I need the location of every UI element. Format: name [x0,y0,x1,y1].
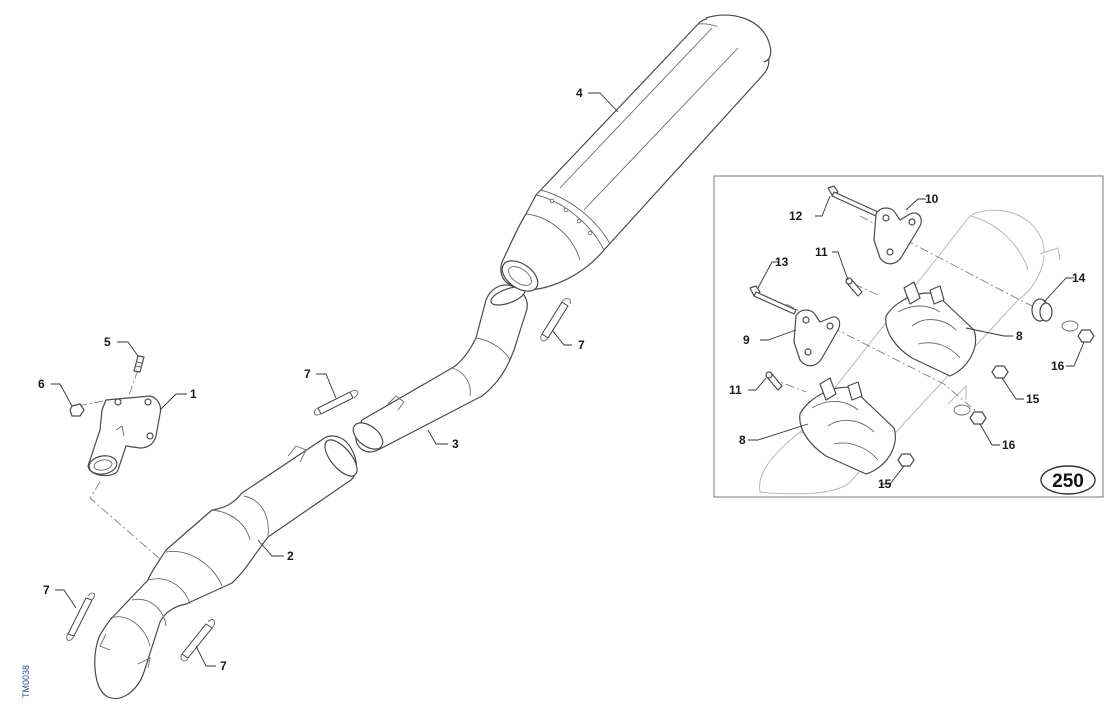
callout-8-lower: 8 [739,433,746,447]
nut-15-upper[interactable] [991,365,1009,379]
stud[interactable] [133,355,145,373]
callout-1: 1 [190,387,197,401]
bolt-13[interactable] [749,285,797,315]
screw-11-lower[interactable] [765,371,783,391]
callout-4: 4 [576,86,583,100]
exhaust-flange[interactable] [87,395,162,477]
spring-lower-left[interactable] [66,592,95,641]
silencer[interactable] [497,14,772,297]
callout-6: 6 [38,377,45,391]
callout-7-middle: 7 [304,367,311,381]
grommet-14[interactable] [1031,298,1053,322]
front-header-pipe[interactable] [94,435,363,699]
callout-16-right: 16 [1051,359,1065,373]
leader-lines [51,92,619,667]
nut-16-right[interactable] [1061,320,1095,343]
callout-7-upper-right: 7 [578,338,585,352]
main-callouts: 1 2 3 4 5 6 7 7 7 7 [38,86,585,673]
callout-14: 14 [1072,271,1086,285]
callout-11-upper: 11 [815,245,828,259]
callout-16-lower: 16 [1002,438,1016,452]
nut-16-lower[interactable] [953,404,987,425]
nut-15-lower[interactable] [897,453,915,467]
flange-nut[interactable] [69,403,85,417]
callout-10: 10 [925,192,939,206]
clamp-8-lower[interactable] [799,377,896,475]
callout-11-lower: 11 [729,383,742,397]
middle-pipe[interactable] [348,283,528,454]
callout-15-lower: 15 [878,477,892,491]
reference-number: 250 [1052,471,1084,492]
bracket-10[interactable] [873,207,922,265]
callout-5: 5 [104,335,111,349]
callout-9: 9 [743,333,750,347]
callout-8-upper: 8 [1016,329,1023,343]
spring-upper-right[interactable] [540,297,571,342]
reference-oval: 250 [1040,465,1096,495]
callout-2: 2 [287,549,294,563]
callout-13: 13 [775,255,789,269]
diagram-code: TM0038 [21,665,31,698]
bracket-9[interactable] [793,309,841,367]
clamp-8-upper[interactable] [885,281,977,377]
spring-middle[interactable] [313,389,359,416]
callout-7-lower-right: 7 [220,659,227,673]
callout-12: 12 [789,209,803,223]
callout-15-upper: 15 [1026,392,1040,406]
callout-7-lower-left: 7 [43,583,50,597]
spring-lower-right[interactable] [180,619,215,662]
callout-3: 3 [452,437,459,451]
detail-inset: 12 10 13 11 9 8 14 16 15 11 8 16 15 250 [713,175,1104,498]
